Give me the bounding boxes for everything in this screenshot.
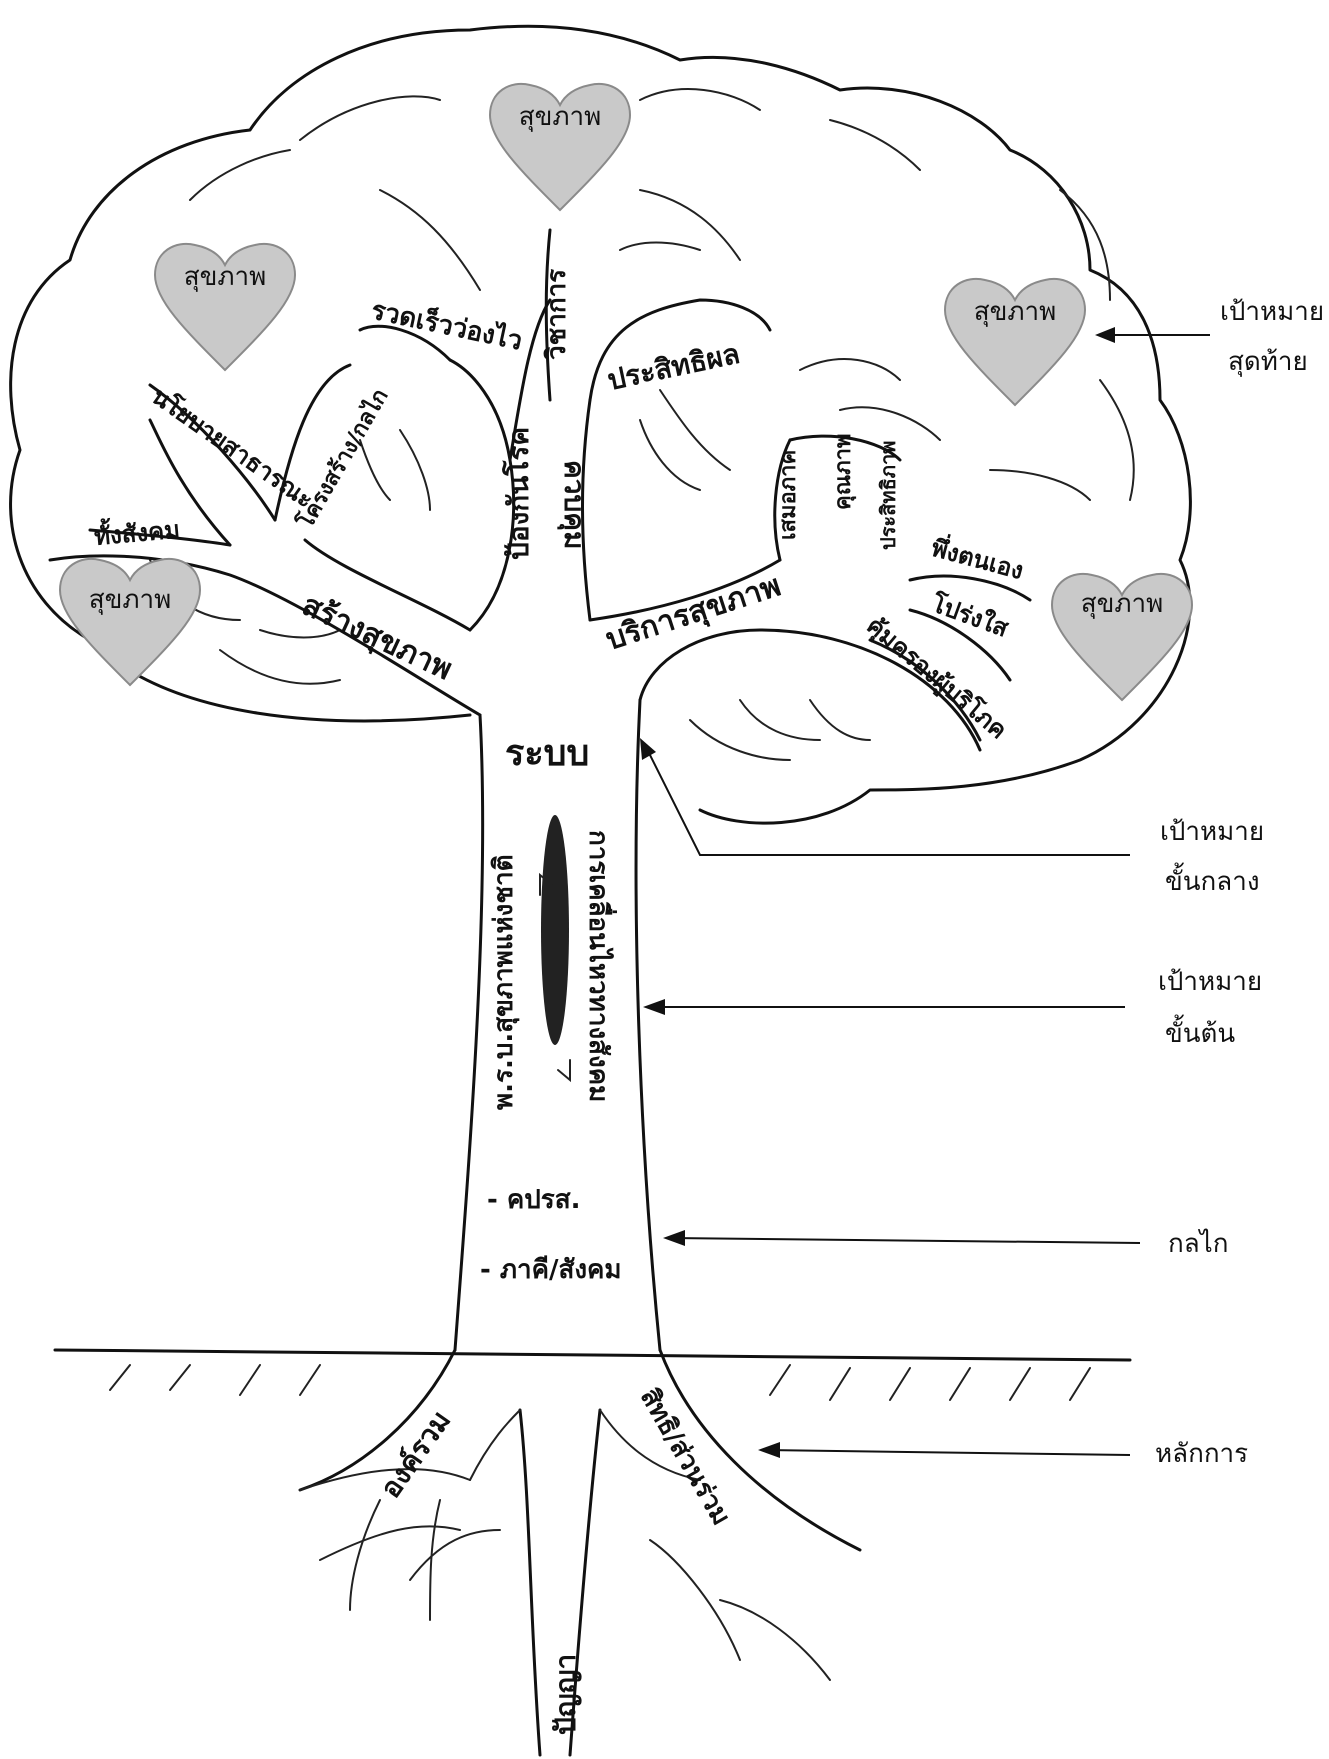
heart-lower-left: สุขภาพ (60, 559, 200, 685)
label-system: ระบบ (505, 733, 589, 774)
label-transparency: โปร่งใส (927, 588, 1013, 643)
label-quality: คุณภาพ (831, 434, 857, 510)
arrow-principle (758, 1442, 1130, 1458)
label-mid-goal-line1: เป้าหมาย (1160, 817, 1264, 847)
label-promote-health: สร้างสุขภาพ (296, 588, 457, 689)
label-participation: สิทธิ/ส่วนร่วม (634, 1384, 736, 1531)
heart-label: สุขภาพ (519, 102, 602, 132)
label-final-goal-line1: เป้าหมาย (1220, 297, 1324, 327)
arrow-down-right (558, 1060, 570, 1080)
label-whole-society: ทั้งสังคม (93, 511, 181, 551)
label-speed: รวดเร็วว่องไว (369, 294, 526, 357)
label-early-goal-line2: ขั้นต้น (1165, 1014, 1235, 1049)
trunk-right (636, 700, 660, 1350)
crown-decorations (150, 89, 1134, 760)
heart-upper-left: สุขภาพ (155, 244, 295, 370)
label-wisdom: ปัญญา (549, 1654, 582, 1735)
label-mechanism: กลไก (1168, 1228, 1229, 1259)
label-effectiveness: ประสิทธิผล (605, 337, 743, 397)
label-committee: - คปรส. (487, 1185, 580, 1215)
label-prevent-disease: ป้องกันโรค (501, 427, 535, 560)
ground-hatch (110, 1365, 1090, 1400)
heart-lower-right: สุขภาพ (1052, 574, 1192, 700)
label-act: พ.ร.บ.สุขภาพแห่งชาติ (489, 855, 520, 1110)
label-control: ควบคุม (557, 460, 591, 549)
label-principle: หลักการ (1155, 1439, 1248, 1469)
heart-label: สุขภาพ (89, 585, 172, 615)
arrow-mechanism (663, 1230, 1140, 1246)
heart-top: สุขภาพ (490, 84, 630, 210)
heart-label: สุขภาพ (974, 297, 1057, 327)
heart-label: สุขภาพ (1081, 589, 1164, 619)
label-mid-goal-line2: ขั้นกลาง (1165, 862, 1260, 897)
label-movement: การเคลื่อนไหวทางสังคม (583, 830, 618, 1102)
trunk-left (455, 715, 483, 1350)
movement-ellipse (541, 815, 569, 1045)
arrow-early-goal (643, 999, 1125, 1015)
label-holistic: องค์รวม (374, 1404, 457, 1504)
arrow-mid-goal (640, 738, 1130, 855)
label-final-goal-line2: สุดท้าย (1228, 347, 1308, 377)
label-efficiency: ประสิทธิภาพ (876, 441, 900, 550)
label-partners: - ภาคี/สังคม (480, 1255, 622, 1285)
label-equity: เสมอภาค (776, 450, 801, 540)
heart-label: สุขภาพ (184, 262, 267, 292)
heart-upper-right: สุขภาพ (945, 279, 1085, 405)
label-mechanism-structure: โครงสร้าง/กลไก (291, 384, 393, 534)
ground-line (55, 1350, 1130, 1360)
label-early-goal-line1: เป้าหมาย (1158, 967, 1262, 997)
label-academic: วิชาการ (542, 269, 572, 361)
